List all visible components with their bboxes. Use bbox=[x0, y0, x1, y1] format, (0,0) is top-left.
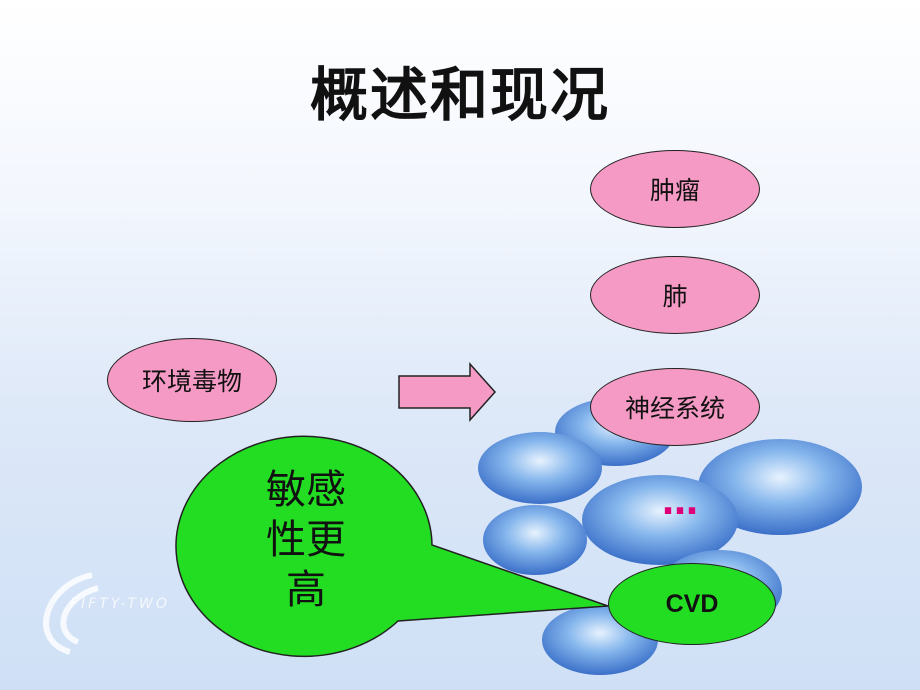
right-arrow bbox=[398, 362, 497, 422]
callout-line: 性更 bbox=[266, 517, 346, 563]
target-bubble-tumor: 肿瘤 bbox=[590, 150, 760, 228]
callout-text: 敏感 性更 高 bbox=[236, 465, 376, 615]
ellipsis-marker: … bbox=[662, 482, 700, 523]
target-label: 神经系统 bbox=[624, 394, 725, 423]
callout-line: 敏感 bbox=[266, 467, 346, 513]
swoosh-logo bbox=[43, 572, 99, 655]
target-bubble-nervous-system: 神经系统 bbox=[590, 368, 760, 446]
target-label: 肿瘤 bbox=[649, 176, 700, 205]
callout-bubble-shape bbox=[175, 435, 609, 658]
watermark-text: FIFTY-TWO bbox=[70, 596, 170, 612]
slide-title: 概述和现况 bbox=[309, 61, 610, 129]
target-label: CVD bbox=[665, 589, 719, 618]
source-bubble: 环境毒物 bbox=[107, 338, 277, 422]
target-bubble-cvd: CVD bbox=[608, 563, 776, 645]
target-bubble-lung: 肺 bbox=[590, 256, 760, 334]
target-label: 肺 bbox=[662, 282, 688, 311]
callout-line: 高 bbox=[286, 567, 326, 613]
source-label: 环境毒物 bbox=[141, 367, 242, 396]
